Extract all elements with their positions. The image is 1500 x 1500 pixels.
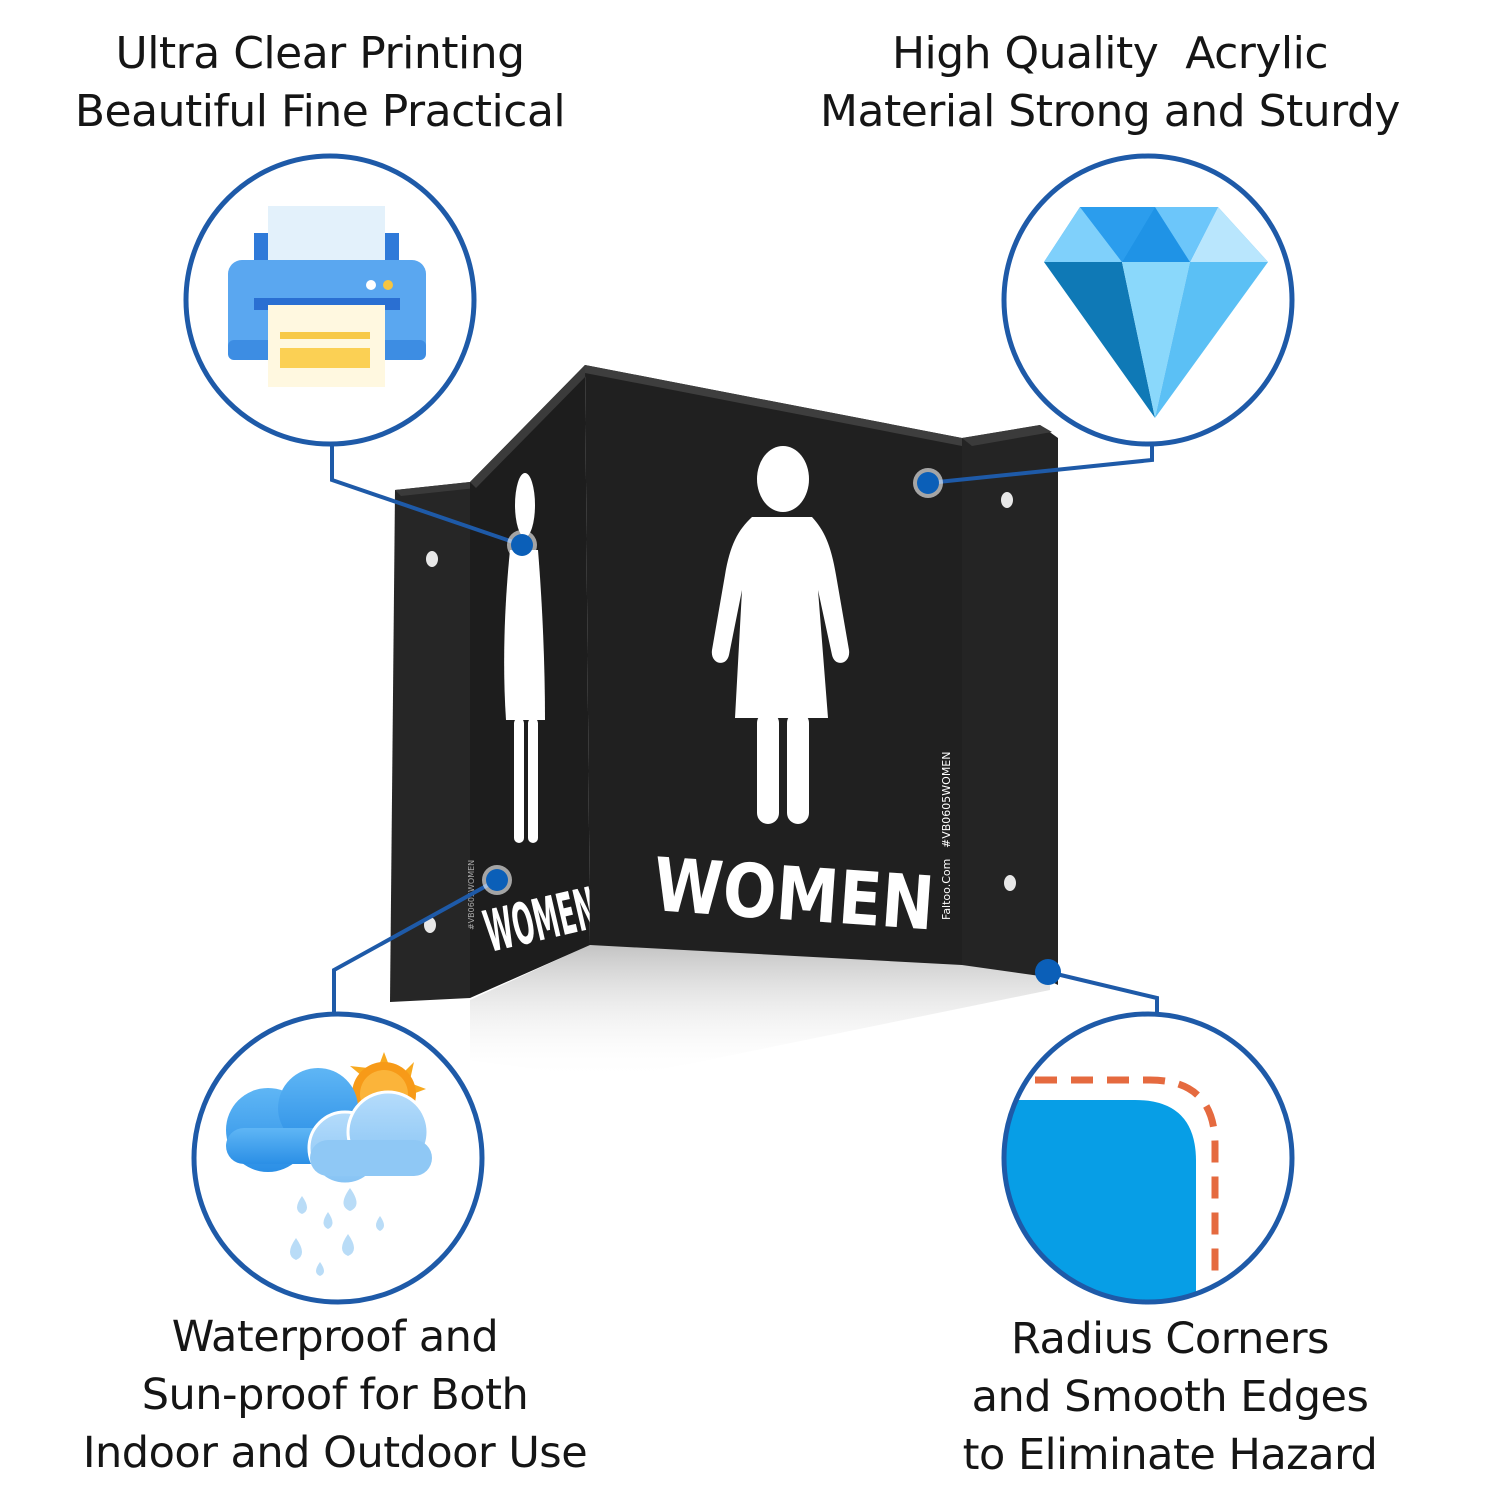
- right-flange: [962, 425, 1058, 985]
- cloud-sun-rain-icon: [226, 1052, 432, 1276]
- connector-weather: [332, 878, 498, 1015]
- material-caption: High Quality Acrylic Material Strong and…: [790, 25, 1430, 141]
- right-screw-hole-bottom: [1004, 875, 1016, 891]
- material-caption-line-1: High Quality Acrylic: [891, 28, 1329, 79]
- sign-shadow: [470, 940, 1050, 1080]
- diamond-callout: [1001, 153, 1295, 447]
- brand-text: Faltoo.Com: [940, 859, 953, 920]
- left-screw-hole-bottom: [424, 917, 436, 933]
- triangular-sign: WOMEN #VB0605WOMEN WOMEN Faltoo.Com #VB0…: [390, 365, 1058, 1080]
- weather-caption-line-3: Indoor and Outdoor Use: [82, 1428, 588, 1478]
- material-caption-line-2: Material Strong and Sturdy: [820, 86, 1400, 137]
- weather-caption: Waterproof and Sun-proof for Both Indoor…: [40, 1308, 630, 1482]
- corners-callout: [1001, 1011, 1295, 1305]
- connector-material: [927, 444, 1154, 485]
- corners-caption-line-2: and Smooth Edges: [971, 1372, 1369, 1422]
- rounded-corner-icon: [1005, 1076, 1219, 1301]
- front-sign-label: WOMEN: [651, 842, 937, 948]
- diamond-icon: [1044, 207, 1268, 418]
- left-flange: [390, 482, 470, 1002]
- printing-caption-line-1: Ultra Clear Printing: [115, 28, 525, 79]
- printing-caption-line-2: Beautiful Fine Practical: [74, 86, 566, 137]
- left-screw-hole-top: [426, 551, 438, 567]
- callout-dots: [482, 468, 1061, 985]
- printer-icon: [228, 206, 426, 387]
- callout-connectors: [330, 444, 1159, 1015]
- corners-caption-line-1: Radius Corners: [1011, 1314, 1329, 1364]
- weather-caption-line-2: Sun-proof for Both: [141, 1370, 529, 1420]
- connector-printing: [330, 444, 523, 547]
- weather-callout: [191, 1011, 485, 1305]
- dot-corners: [1035, 959, 1061, 985]
- connector-corners: [1047, 970, 1159, 1015]
- woman-figure-side: [504, 473, 545, 843]
- corners-caption: Radius Corners and Smooth Edges to Elimi…: [930, 1310, 1410, 1484]
- right-screw-hole-top: [1001, 492, 1013, 508]
- product-code-text: #VB0605WOMEN: [940, 752, 953, 849]
- printer-callout: [183, 153, 477, 447]
- corners-caption-line-3: to Eliminate Hazard: [962, 1430, 1378, 1480]
- woman-figure-front: [711, 446, 850, 824]
- weather-caption-line-1: Waterproof and: [171, 1312, 499, 1362]
- printing-caption: Ultra Clear Printing Beautiful Fine Prac…: [30, 25, 610, 141]
